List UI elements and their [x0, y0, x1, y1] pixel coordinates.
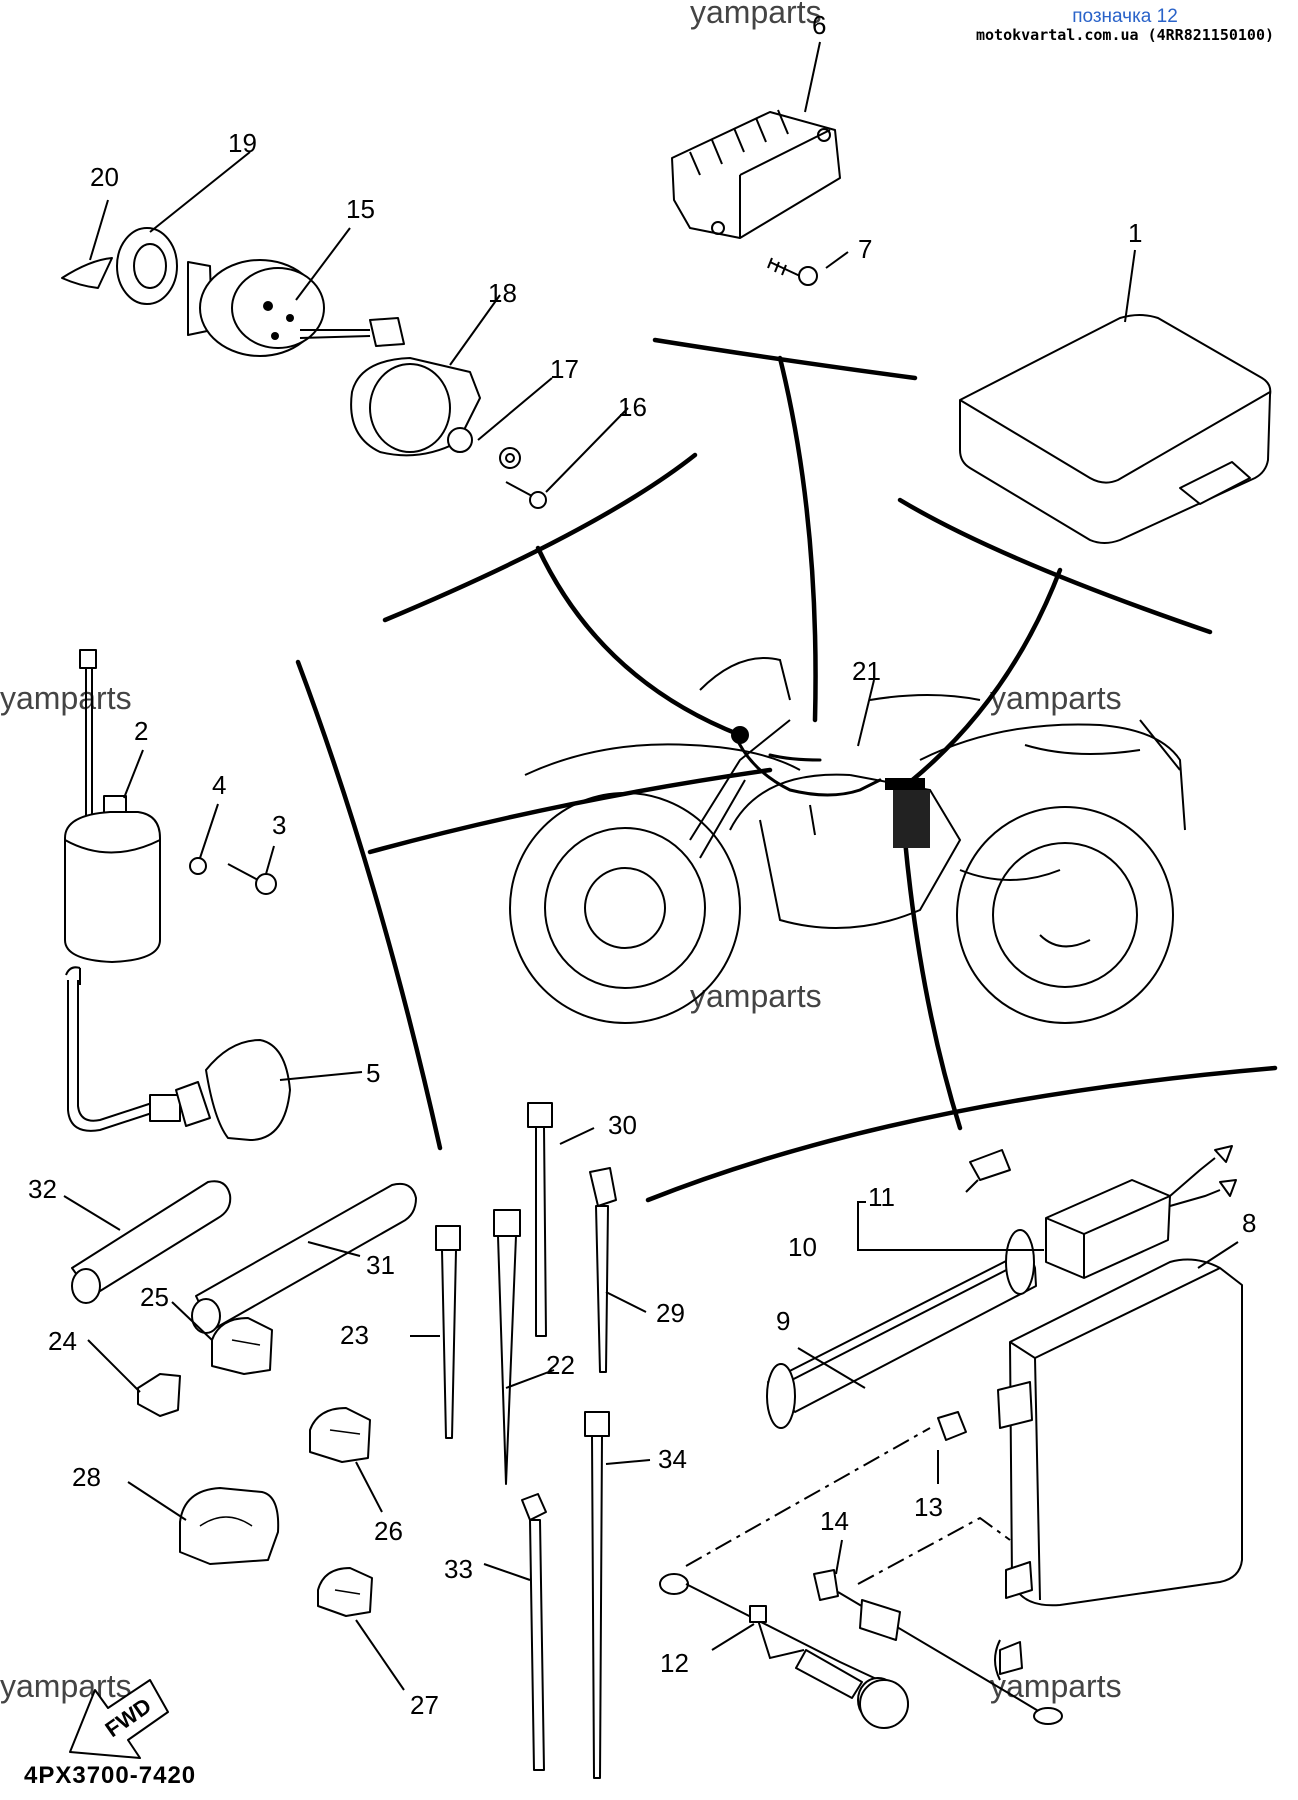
callout-23: 23: [340, 1320, 369, 1350]
callout-15: 15: [346, 194, 375, 224]
callout-11: 11: [868, 1182, 895, 1212]
part-clamps: [137, 1317, 373, 1617]
part-cable-ties: [435, 1102, 617, 1779]
leader-lines: [63, 41, 1239, 1691]
part-tubes: [71, 1180, 417, 1334]
part-regulator: [671, 109, 841, 239]
part-ignition-coil: [64, 649, 291, 1141]
motorcycle-illustration: [509, 657, 1186, 1024]
callout-32: 32: [28, 1174, 57, 1204]
fwd-arrow-icon: FWD: [69, 1679, 169, 1759]
callout-9: 9: [776, 1306, 790, 1336]
callout-1: 1: [1128, 218, 1142, 248]
callout-17: 17: [550, 354, 579, 384]
callout-29: 29: [656, 1298, 685, 1328]
callout-22: 22: [546, 1350, 575, 1380]
callout-18: 18: [488, 278, 517, 308]
section-dividers: [295, 337, 1278, 1203]
header-link[interactable]: позначка 12: [1072, 6, 1178, 27]
part-main-switch: [61, 227, 547, 509]
watermark-left: yamparts: [0, 680, 132, 716]
callout-34: 34: [658, 1444, 687, 1474]
header-source: motokvartal.com.ua (4RR821150100): [975, 26, 1274, 44]
callout-4: 4: [212, 770, 226, 800]
callout-7: 7: [858, 234, 872, 264]
callout-12: 12: [660, 1648, 689, 1678]
callout-2: 2: [134, 716, 148, 746]
callout-14: 14: [820, 1506, 849, 1536]
callout-13: 13: [914, 1492, 943, 1522]
part-battery-group: [659, 1145, 1243, 1729]
callout-25: 25: [140, 1282, 169, 1312]
callout-31: 31: [366, 1250, 395, 1280]
callout-28: 28: [72, 1462, 101, 1492]
watermark-right: yamparts: [990, 680, 1122, 716]
watermark-bottom-left: yamparts: [0, 1668, 132, 1704]
callout-8: 8: [1242, 1208, 1256, 1238]
callout-30: 30: [608, 1110, 637, 1140]
watermark-bottom-right: yamparts: [990, 1668, 1122, 1704]
callout-24: 24: [48, 1326, 77, 1356]
diagram-code: 4PX3700-7420: [24, 1762, 197, 1789]
part-screw-7: [767, 257, 818, 286]
callout-6: 6: [812, 10, 826, 40]
callout-26: 26: [374, 1516, 403, 1546]
callout-5: 5: [366, 1058, 380, 1088]
callout-19: 19: [228, 128, 257, 158]
part-ecu: [959, 314, 1272, 544]
callout-3: 3: [272, 810, 286, 840]
callout-27: 27: [410, 1690, 439, 1720]
callout-33: 33: [444, 1554, 473, 1584]
callout-16: 16: [618, 392, 647, 422]
callout-10: 10: [788, 1232, 817, 1262]
callout-numbers: 1 2 3 4 5 6 7 8 9 10 11 12 13 14 15 16 1…: [28, 10, 1256, 1720]
callout-21: 21: [852, 656, 881, 686]
watermark-top: yamparts: [690, 0, 822, 30]
callout-20: 20: [90, 162, 119, 192]
